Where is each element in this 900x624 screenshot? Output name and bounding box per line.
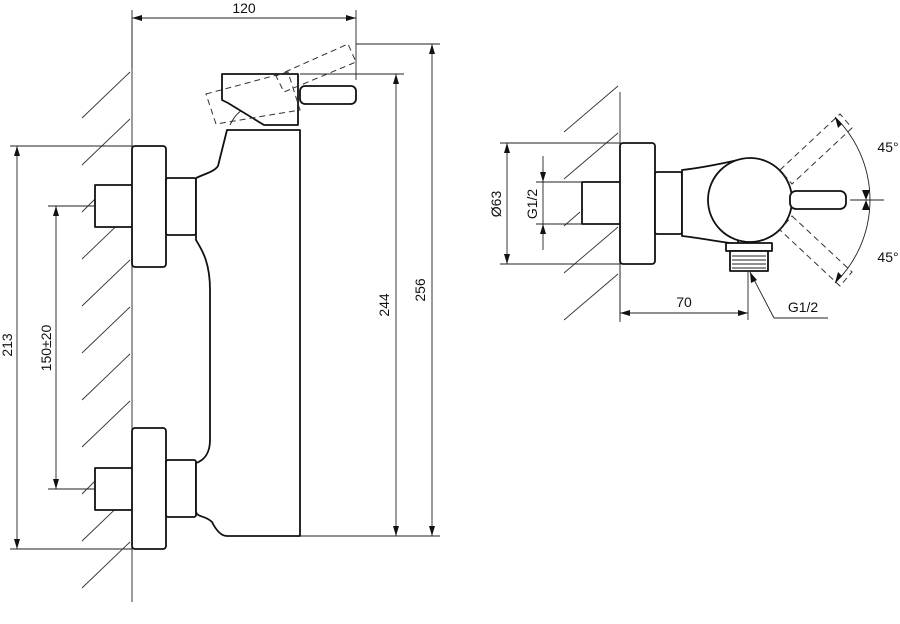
- dim-inlet-thread: G1/2: [524, 156, 582, 250]
- lower-wall-connector: [94, 427, 197, 550]
- dim-body-height-label: 244: [376, 293, 392, 317]
- dim-width-120: 120: [131, 0, 357, 80]
- wall-hatching-left: [81, 20, 133, 602]
- dim-inlet-spacing-label: 150±20: [38, 324, 54, 371]
- wall-flange: [619, 142, 656, 265]
- dim-total-height: 256: [356, 43, 440, 537]
- upper-wall-connector: [94, 145, 197, 268]
- lever-handle: [205, 43, 357, 126]
- dim-outlet-thread: G1/2: [749, 271, 828, 319]
- top-view: 45° 45° Ø63 G1/2 70: [488, 85, 899, 322]
- dim-wall-span-label: 213: [0, 333, 15, 357]
- dim-depth: 70: [619, 264, 749, 320]
- dim-diameter-label: Ø63: [488, 191, 504, 218]
- cartridge-circle: [707, 157, 793, 243]
- lever-top: [789, 190, 847, 210]
- angle-lower-label: 45°: [877, 249, 898, 265]
- dim-depth-label: 70: [676, 294, 692, 310]
- dim-total-height-label: 256: [412, 278, 428, 302]
- dim-body-height: 244: [300, 73, 404, 537]
- mixer-body: [195, 129, 301, 537]
- dim-diameter: Ø63: [488, 142, 620, 265]
- dim-inlet-thread-label: G1/2: [524, 189, 540, 220]
- angle-arc: 45° 45°: [834, 116, 899, 284]
- angle-upper-label: 45°: [877, 139, 898, 155]
- outlet-thread: [725, 242, 773, 272]
- dim-outlet-thread-label: G1/2: [788, 299, 819, 315]
- side-view: 120 244 256 213: [0, 0, 440, 602]
- inlet-pipe: [581, 181, 622, 225]
- lever-rotation-outlines: [779, 113, 853, 287]
- dim-width-label: 120: [232, 0, 256, 16]
- dim-wall-span: 213: [0, 145, 132, 550]
- dim-inlet-spacing: 150±20: [38, 205, 95, 490]
- union-nut: [654, 171, 683, 235]
